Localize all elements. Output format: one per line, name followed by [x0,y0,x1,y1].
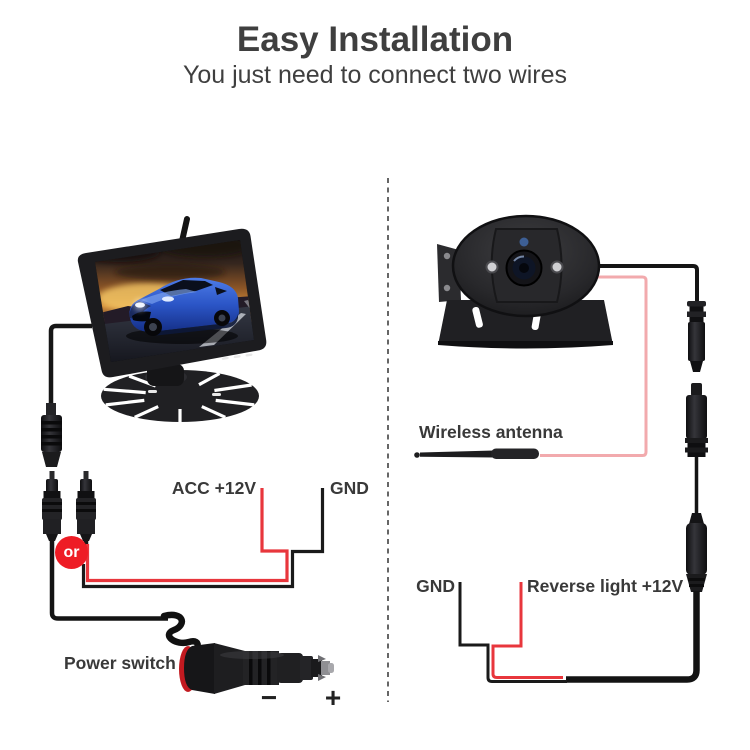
antenna-illustration [414,448,539,459]
gnd-label-left: GND [330,478,369,498]
barrel-connector [41,403,62,467]
antenna-cable [540,275,648,457]
gnd-wire-right [458,582,567,683]
minus-polarity-symbol: − [260,682,278,713]
dc-plug-2 [76,471,96,541]
gnd-wire-left [81,488,325,589]
or-badge: or [55,536,88,569]
monitor-power-wire [48,323,92,405]
camera-illustration [437,214,613,349]
dc-plug-1 [42,471,62,541]
reverse-light-wire [491,582,563,679]
reverse-light-label: Reverse light +12V [527,576,684,596]
cigarette-plug-illustration [160,611,334,694]
camera-cable [595,264,699,302]
acc-12v-label: ACC +12V [171,478,256,498]
gnd-label-right: GND [416,576,455,596]
power-switch-label: Power switch [64,653,176,673]
power-switch-cable [49,540,168,621]
plus-polarity-symbol: + [324,682,342,713]
camera-extension-cable [566,591,700,683]
page-title: Easy Installation [236,20,514,59]
acc-wire [85,488,289,583]
car-image [126,277,239,344]
extension-connectors [685,301,708,592]
monitor-illustration [77,228,267,378]
wireless-antenna-label: Wireless antenna [419,422,563,442]
page-subtitle: You just need to connect two wires [182,61,568,89]
monitor-stand [101,364,259,422]
